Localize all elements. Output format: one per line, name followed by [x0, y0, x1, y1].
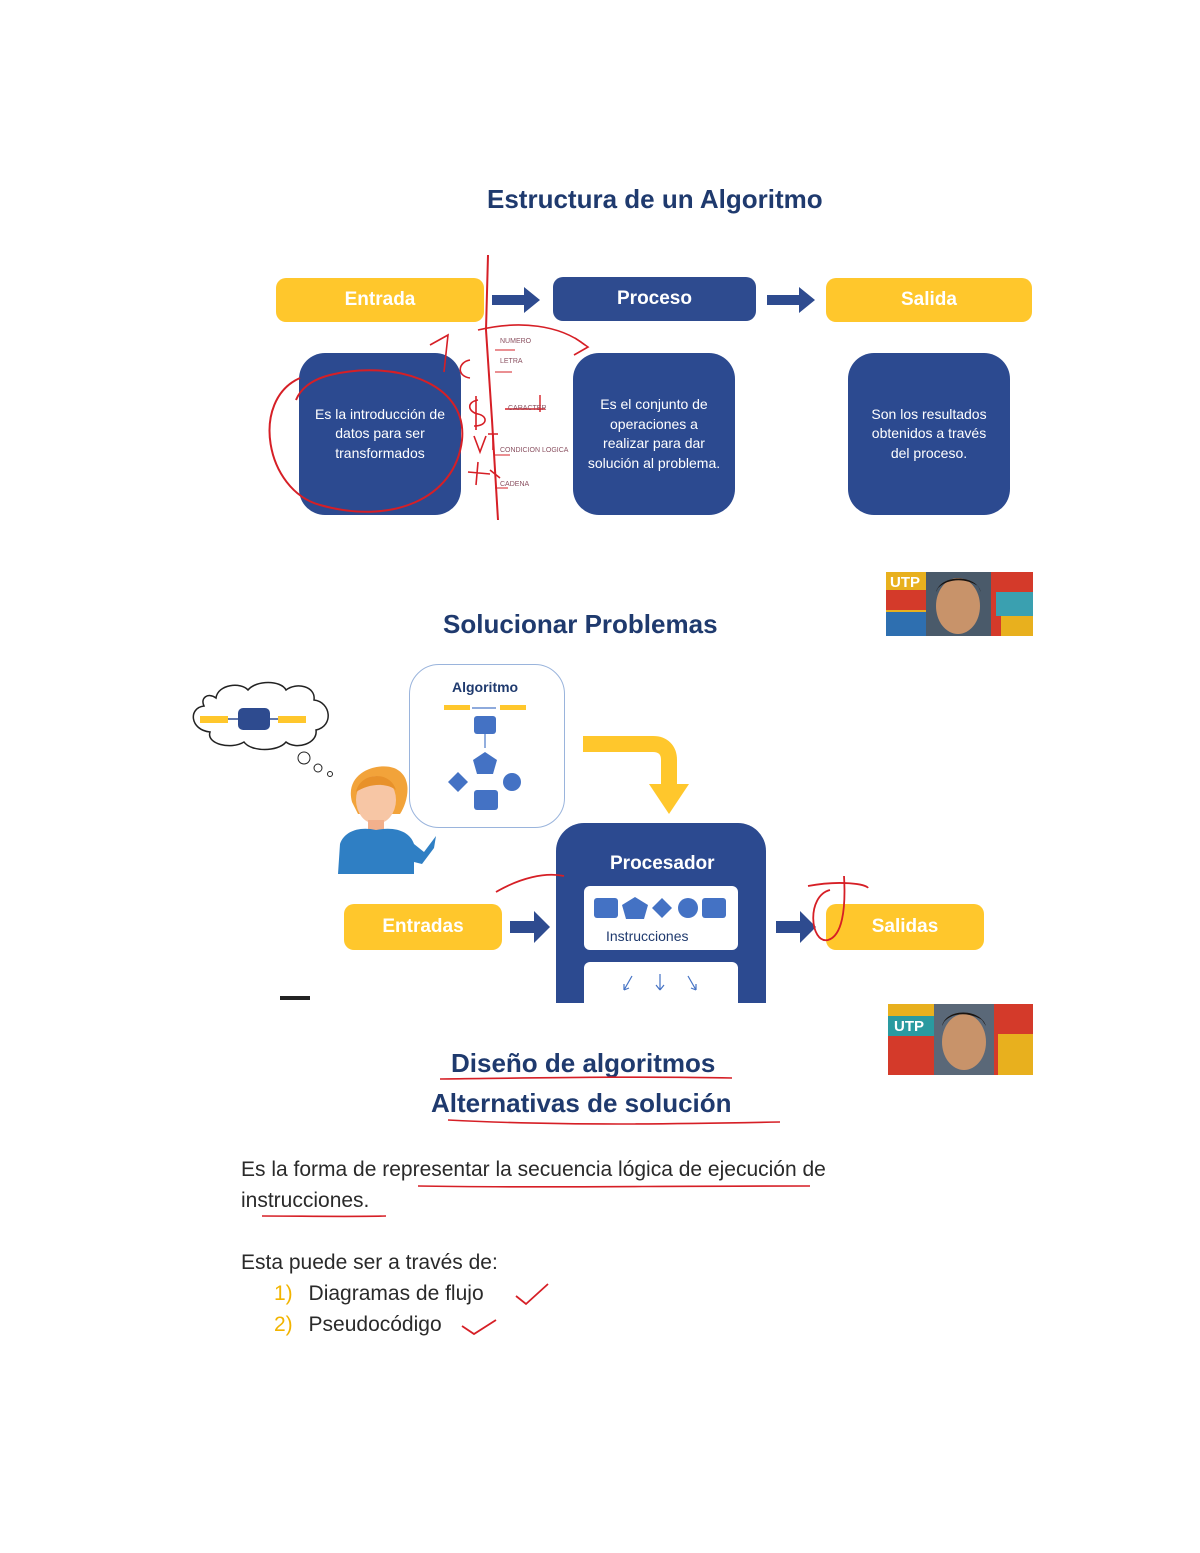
instruction-shapes-icon — [594, 897, 726, 919]
list-item-text: Pseudocódigo — [308, 1313, 442, 1336]
entrada-pill: Entrada — [276, 278, 484, 322]
down-arrows-icon — [623, 974, 697, 991]
handwritten-label-letra: LETRA — [500, 358, 523, 365]
presenter-webcam: UTP — [886, 572, 1033, 636]
proceso-description: Es el conjunto de operaciones a realizar… — [587, 396, 721, 471]
handwritten-label-cadena: CADENA — [500, 481, 530, 488]
procesador-label: Procesador — [610, 853, 715, 874]
list-item-number: 2) — [274, 1313, 293, 1336]
handwritten-annotations — [261, 1076, 811, 1336]
list-item-text: Diagramas de flujo — [308, 1282, 484, 1305]
handwritten-annotations — [268, 254, 590, 521]
slide-divider — [280, 996, 310, 1000]
flowchart-icon — [444, 705, 526, 810]
curved-arrow-icon — [583, 736, 689, 814]
entrada-description-card: Es la introducción de datos para ser tra… — [299, 353, 461, 515]
utp-logo: UTP — [894, 1018, 924, 1035]
handwritten-annotations — [495, 873, 869, 941]
webcam-background — [886, 572, 1033, 636]
slide2-title: Solucionar Problemas — [443, 609, 718, 639]
arrows-panel — [584, 962, 738, 1003]
arrow-right-icon — [492, 287, 540, 313]
handwritten-label-numero: NUMERO — [500, 338, 532, 345]
slide3-title-line1: Diseño de algoritmos — [451, 1048, 716, 1078]
salida-pill: Salida — [826, 278, 1032, 322]
salidas-pill: Salidas — [826, 904, 984, 950]
list-intro: Esta puede ser a través de: — [241, 1251, 498, 1274]
entrada-description: Es la introducción de datos para ser tra… — [315, 405, 445, 461]
proceso-description-card: Es el conjunto de operaciones a realizar… — [573, 353, 735, 515]
person-icon — [338, 766, 436, 874]
list-item: 1) Diagramas de flujo — [274, 1282, 484, 1306]
definition-line1: Es la forma de representar la secuencia … — [241, 1158, 826, 1181]
definition-line2: instrucciones. — [241, 1189, 370, 1212]
handwritten-label-condicion: CONDICION LOGICA — [500, 447, 569, 454]
thought-bubble — [192, 681, 333, 777]
webcam-background — [888, 1004, 1033, 1075]
list-item: 2) Pseudocódigo — [274, 1313, 442, 1337]
salida-description: Son los resultados obtenidos a través de… — [871, 405, 987, 461]
proceso-pill: Proceso — [553, 277, 756, 321]
utp-logo: UTP — [890, 574, 920, 591]
arrow-right-icon — [767, 287, 815, 313]
handwritten-label-caracter: CARACTER — [508, 405, 547, 412]
list-item-number: 1) — [274, 1282, 293, 1305]
slide3-title-line2: Alternativas de solución — [431, 1088, 732, 1118]
presenter-webcam: UTP — [888, 1004, 1033, 1075]
algoritmo-label: Algoritmo — [452, 679, 519, 695]
instrucciones-label: Instrucciones — [606, 928, 689, 944]
arrow-right-icon — [776, 911, 816, 943]
salida-description-card: Son los resultados obtenidos a través de… — [848, 353, 1010, 515]
arrow-right-icon — [510, 911, 550, 943]
slide1-title: Estructura de un Algoritmo — [487, 184, 823, 214]
entradas-pill: Entradas — [344, 904, 502, 950]
